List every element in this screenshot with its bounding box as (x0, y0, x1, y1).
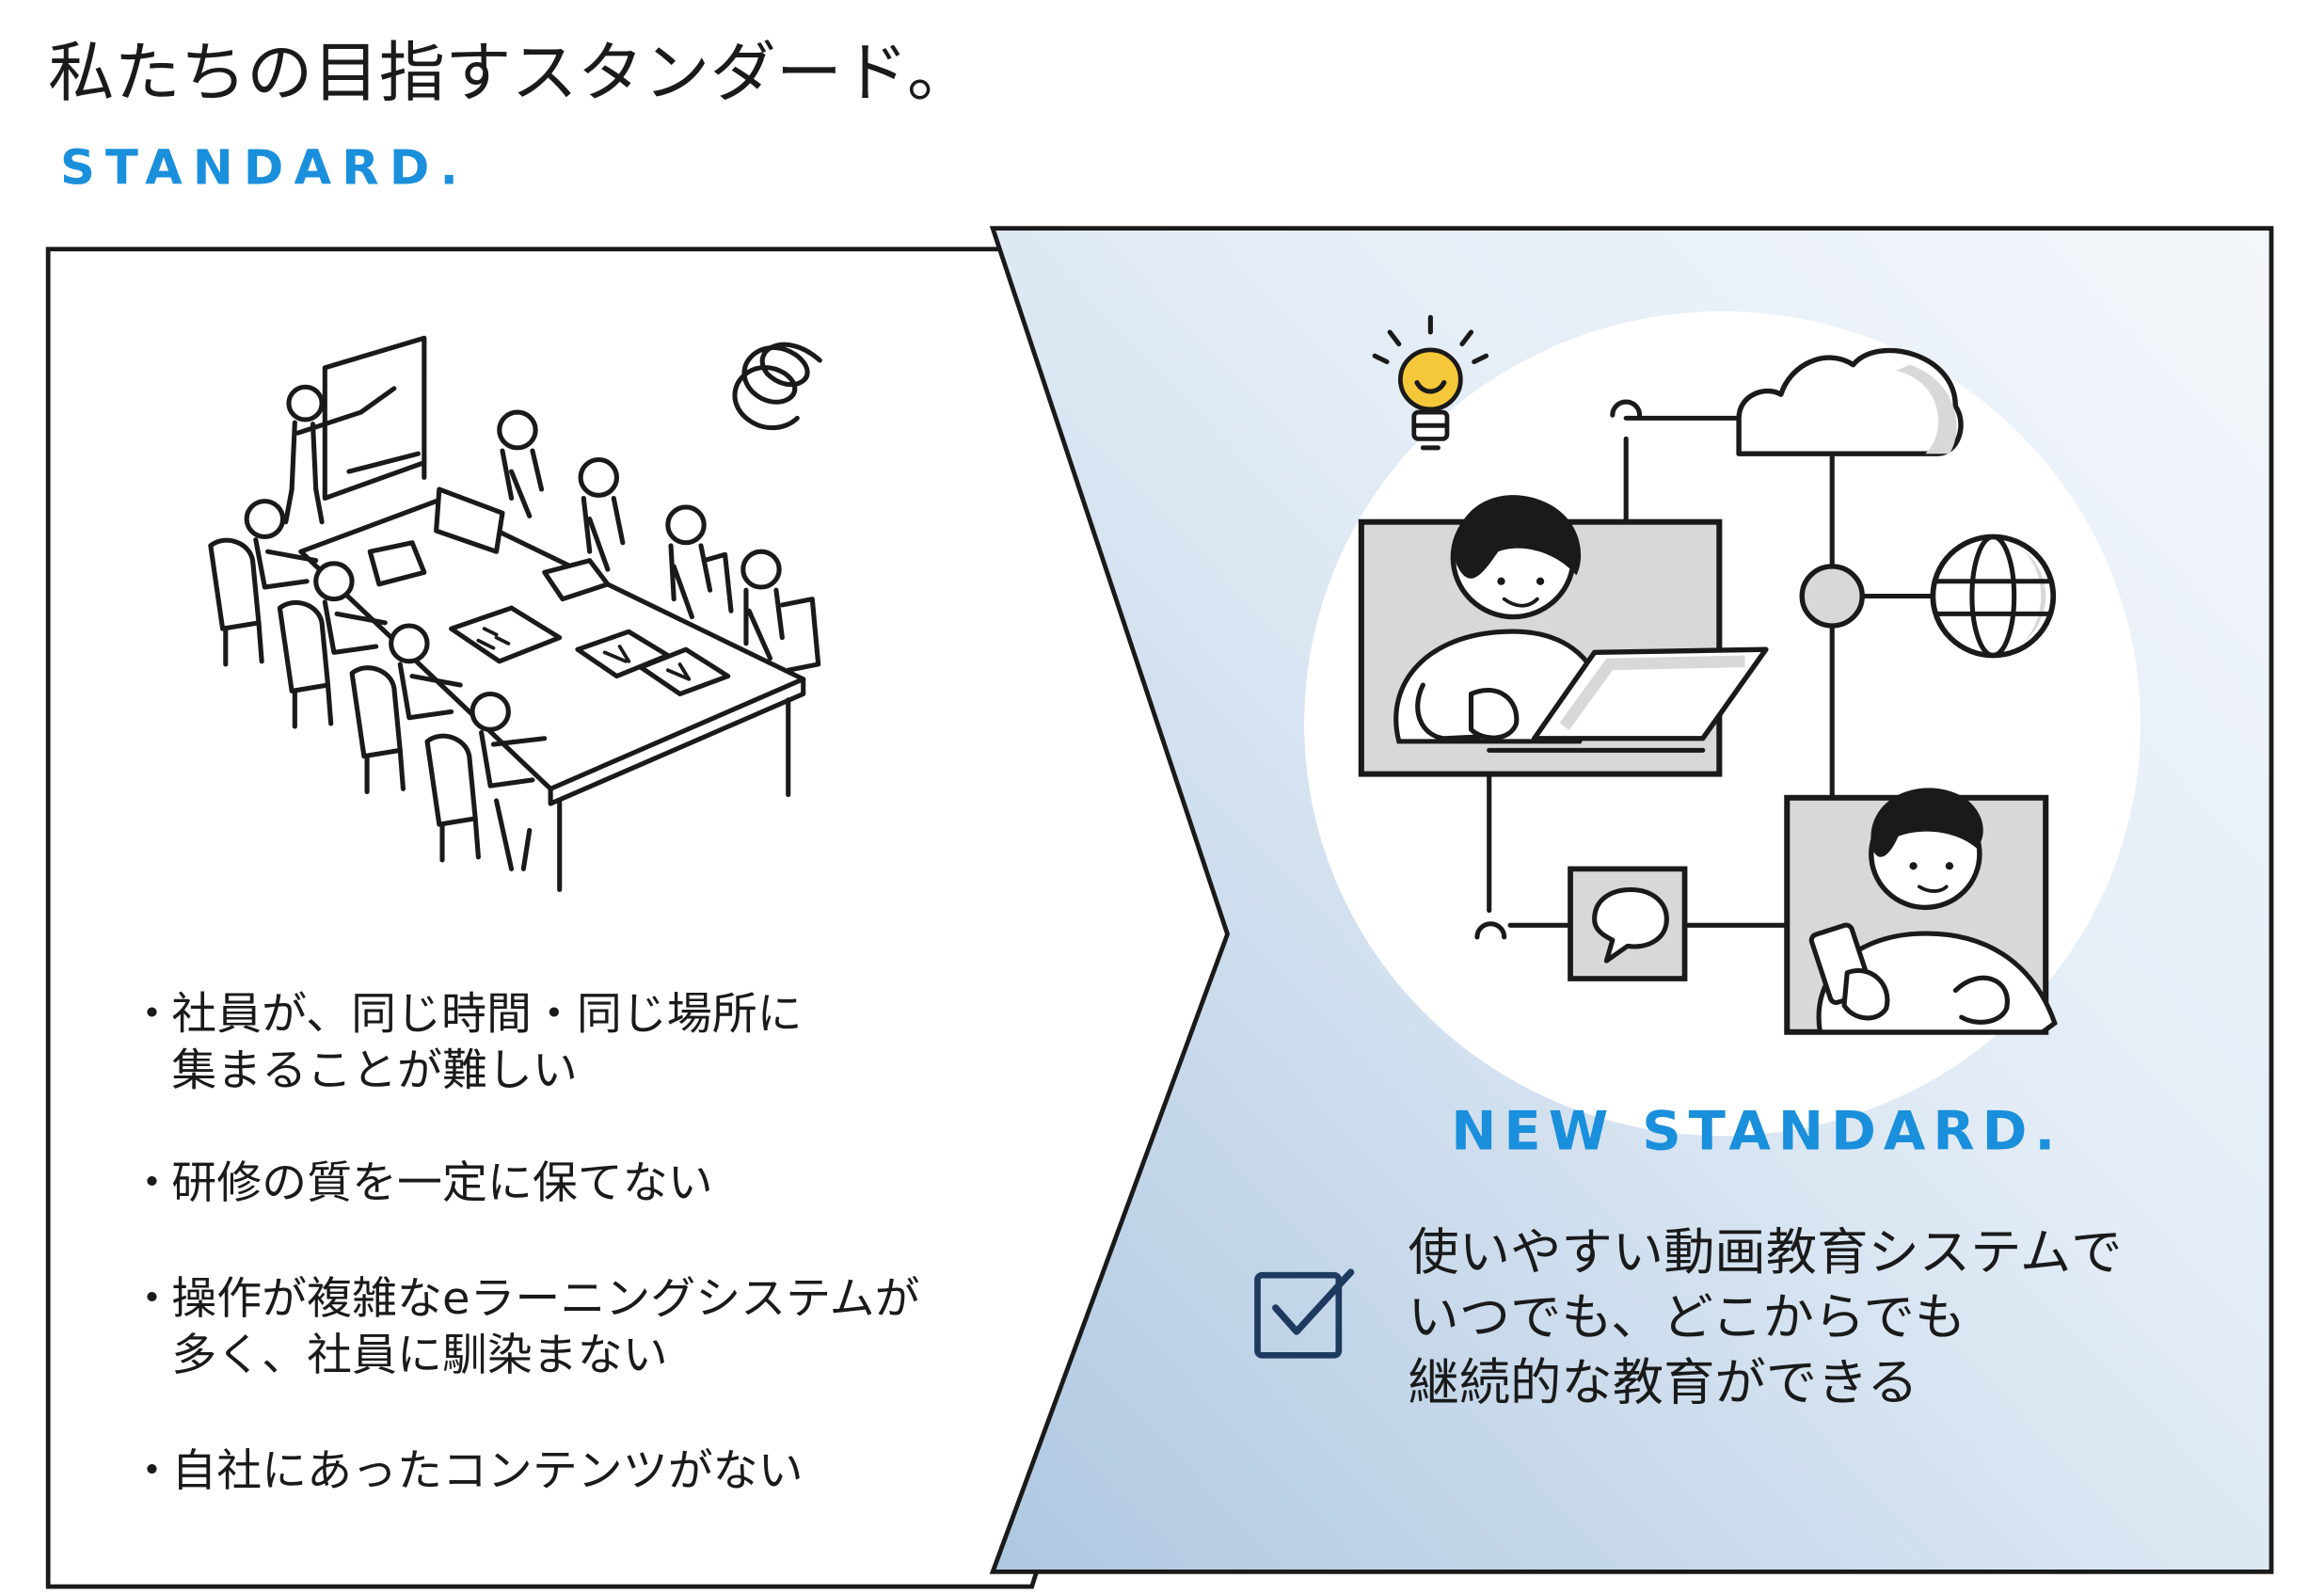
network-hub (1799, 564, 1865, 629)
checkbox-icon (1254, 1268, 1355, 1359)
statement-line: 継続的な教育ができる (1408, 1353, 1918, 1412)
problem-list: ・社員が、同じ時間・同じ場所に集まることが難しい・研修の質を一定に保てない・操作… (129, 989, 919, 1497)
problem-text-line: 集まることが難しい (171, 1045, 578, 1097)
old-standard-panel (45, 247, 1236, 1589)
attendee-back-row (497, 409, 821, 673)
statement-line: 使いやすい動画教育システムで (1408, 1222, 2122, 1282)
light-bulb-icon (1372, 314, 1489, 451)
problem-text-line: 社員が、同じ時間・同じ場所に (171, 989, 802, 1041)
video-frame-phone-user (1784, 788, 2058, 1035)
presenter-person (283, 384, 397, 525)
new-standard-label: NEW STANDARD. (1451, 1101, 2062, 1163)
problem-text-line: 多く、社員に馴染まない (171, 1330, 667, 1381)
chat-bubble-icon (1568, 866, 1688, 981)
problem-text-line: 研修の質を一定に保てない (171, 1158, 712, 1210)
network-connectors (1474, 399, 1947, 940)
cloud-icon (1736, 347, 1964, 456)
bullet-marker: ・ (129, 1445, 174, 1497)
attendee-front-row (208, 499, 548, 871)
meeting-illustration (208, 335, 822, 893)
problem-text-line: 操作が複雑なeラーニングシステムが (171, 1273, 919, 1325)
problem-item: ・研修の質を一定に保てない (129, 1158, 712, 1210)
bullet-marker: ・ (129, 1273, 174, 1325)
problem-text-line: 自社にあったコンテンツがない (171, 1445, 803, 1497)
page-subtitle: STANDARD. (60, 140, 469, 196)
bullet-marker: ・ (129, 989, 174, 1041)
problem-item: ・自社にあったコンテンツがない (129, 1445, 803, 1497)
globe-icon (1930, 534, 2057, 659)
swirl-mark (732, 342, 822, 430)
statement-line: いつでも、どこからでも (1408, 1288, 1966, 1347)
bullet-marker: ・ (129, 1158, 174, 1210)
page-title: 私たちの目指すスタンダード。 (48, 35, 973, 110)
video-frame-laptop-user (1358, 495, 1769, 777)
